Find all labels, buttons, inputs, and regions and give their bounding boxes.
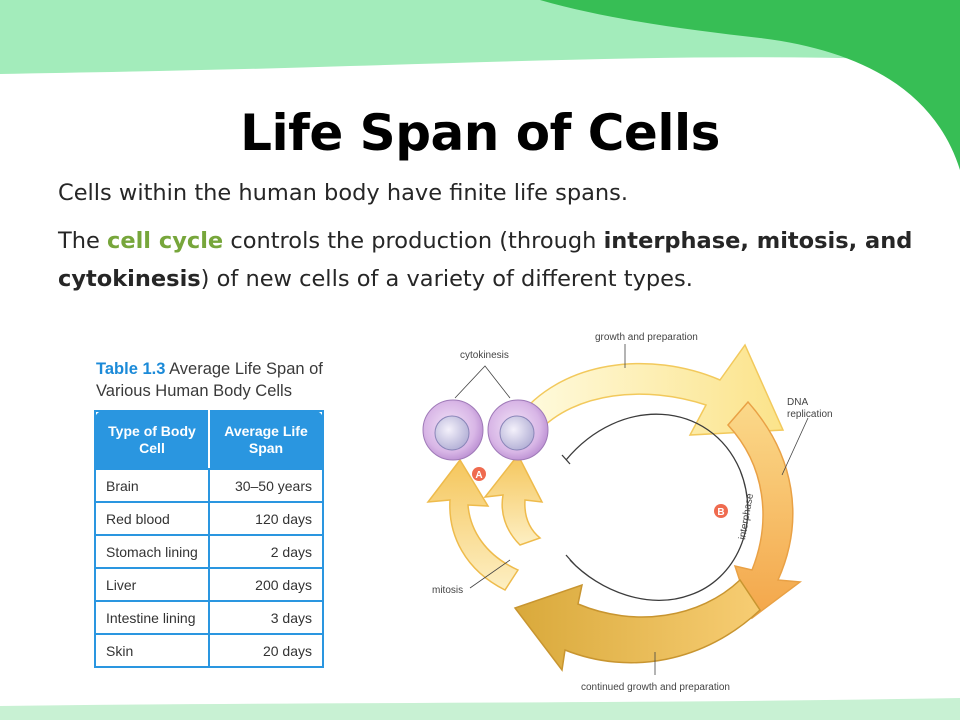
label-continued-growth: continued growth and preparation xyxy=(581,682,730,693)
label-dna: DNA xyxy=(787,397,808,408)
arrow-mitosis-inner xyxy=(483,453,544,546)
table-number: Table 1.3 xyxy=(96,360,166,378)
cell-type: Skin xyxy=(94,633,210,668)
arrow-mitosis-outer xyxy=(426,458,520,591)
nucleus-right xyxy=(499,415,535,451)
callout-mitosis xyxy=(469,559,511,589)
label-replication: replication xyxy=(787,409,833,420)
top-swoosh-dark xyxy=(540,0,960,170)
phases-term: interphase, mitosis, and cytokinesis xyxy=(58,228,913,292)
slide-title: Life Span of Cells xyxy=(240,104,720,162)
badge-b xyxy=(714,504,728,518)
label-growth-preparation: growth and preparation xyxy=(595,332,698,343)
intro-text: Cells within the human body have finite … xyxy=(58,180,629,206)
label-cytokinesis: cytokinesis xyxy=(460,350,509,361)
text-part: ) of new cells of a variety of different… xyxy=(200,266,693,292)
label-mitosis: mitosis xyxy=(432,585,463,596)
cell-cycle-term: cell cycle xyxy=(107,228,224,254)
arrow-dna-replication xyxy=(726,400,803,620)
cell-type: Brain xyxy=(94,468,210,503)
cell-type: Liver xyxy=(94,567,210,602)
badge-a-label: A xyxy=(475,470,482,481)
interphase-arc xyxy=(565,413,749,602)
callout-dna xyxy=(781,417,809,476)
cell-span: 30–50 years xyxy=(208,468,324,503)
cell-span: 2 days xyxy=(208,534,324,569)
cell-type: Stomach lining xyxy=(94,534,210,569)
table-caption: Table 1.3 Average Life Span of Various H… xyxy=(96,358,336,402)
text-part: controls the production (through xyxy=(223,228,604,254)
arrow-continued-growth xyxy=(513,578,761,672)
nucleus-left xyxy=(434,415,470,451)
label-interphase: interphase xyxy=(737,492,756,540)
badge-a xyxy=(472,467,486,481)
arc-tick-bottom xyxy=(565,554,575,565)
bottom-band xyxy=(0,698,960,720)
cell-span: 120 days xyxy=(208,501,324,536)
table-header-row: Type of Body Cell Average Life Span xyxy=(94,410,324,470)
cell-type: Intestine lining xyxy=(94,600,210,635)
arrow-growth xyxy=(514,343,785,436)
arc-tick-top xyxy=(561,454,571,465)
badge-b-label: B xyxy=(717,507,724,518)
table-title: Average Life Span of Various Human Body … xyxy=(96,360,323,400)
text-part: The xyxy=(58,228,107,254)
cell-span: 200 days xyxy=(208,567,324,602)
callout-cytokinesis xyxy=(454,365,511,399)
header-cell-type: Type of Body Cell xyxy=(94,410,210,470)
header-cell-span: Average Life Span xyxy=(208,410,324,470)
cell-cycle-text: The cell cycle controls the production (… xyxy=(58,222,918,298)
cell-type: Red blood xyxy=(94,501,210,536)
cell-span: 3 days xyxy=(208,600,324,635)
cell-span: 20 days xyxy=(208,633,324,668)
life-span-table: Type of Body Cell Average Life Span Brai… xyxy=(94,410,324,668)
